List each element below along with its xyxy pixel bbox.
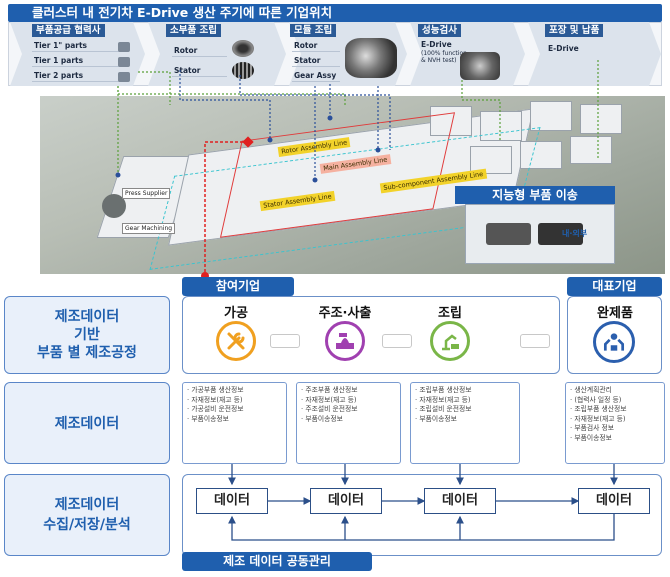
stage-item-row: Tier 1" parts [32, 40, 127, 52]
data-list-item: · 자재정보(재고 등) [570, 414, 626, 423]
stage-item: Rotor [174, 46, 198, 55]
row-label-line: 수집/저장/분석 [43, 517, 131, 533]
building [580, 104, 622, 134]
data-list-item: · 부품이송정보 [570, 433, 612, 442]
stage-head: 포장 및 납품 [545, 24, 604, 37]
data-list-item: · 주조설비 운전정보 [301, 405, 358, 413]
callout-title: 지능형 부품 이송 [455, 186, 615, 204]
stage-item: Stator [294, 56, 321, 65]
stage-item: Tier 1 parts [34, 56, 84, 65]
data-list: · 생산계획관리 · (협력사 일정 등) · 조립부품 생산정보 · 자재정보… [565, 382, 665, 464]
data-list-item: · 부품검사 정보 [570, 424, 615, 432]
e-drive-icon [460, 52, 500, 80]
area-label: Gear Machining [122, 223, 176, 234]
stage-item-row: Rotor [172, 45, 227, 57]
callout-image: 내·외부 [465, 204, 615, 264]
data-list-item: · 자재정보(재고 등) [415, 395, 471, 404]
building [480, 111, 522, 141]
data-list: · 가공부품 생산정보 · 자재정보(재고 등) · 가공설비 운전정보 · 부… [182, 382, 287, 464]
data-node: 데이터 [424, 488, 496, 514]
double-arrow-icon [520, 334, 550, 348]
category-title: 가공 [224, 306, 248, 321]
box-icon [118, 42, 130, 52]
footer-tag: 제조 데이터 공동관리 [182, 552, 372, 571]
row-label-line: 부품 별 제조공정 [37, 345, 137, 361]
stage-item: E-Drive [421, 40, 452, 49]
double-arrow-icon [382, 334, 412, 348]
stage-item-row: Rotor [292, 40, 340, 52]
data-node: 데이터 [578, 488, 650, 514]
data-list-item: · 주조부품 생산정보 [301, 386, 358, 394]
stage-item-row: Stator [292, 55, 340, 67]
double-arrow-icon [270, 334, 300, 348]
stage-item: & NVH test) [421, 57, 457, 64]
stage-item-row: Stator [172, 65, 227, 77]
category-title: 완제품 [597, 306, 633, 321]
data-list: · 주조부품 생산정보 · 자재정보(재고 등) · 주조설비 운전정보 · 부… [296, 382, 401, 464]
data-node: 데이터 [196, 488, 268, 514]
stage-item-row: Tier 1 parts [32, 55, 127, 67]
stage-head: 모듈 조립 [290, 24, 337, 37]
rotor-icon [232, 40, 254, 57]
stage-item: E-Drive [548, 44, 579, 53]
robot-assembly-icon [593, 321, 635, 363]
data-list-item: · 생산계획관리 [570, 386, 612, 394]
stage-head: 소부품 조립 [166, 24, 222, 37]
stage-item: Rotor [294, 41, 318, 50]
data-list-item: · 부품이송정보 [187, 414, 229, 423]
row-label-line: 제조데이터 [54, 309, 120, 325]
stage-item-row: Gear Assy [292, 70, 340, 82]
data-list-item: · (협력사 일정 등) [570, 395, 622, 404]
row-label-line: 제조데이터 [54, 497, 120, 513]
category-title: 조립 [438, 306, 462, 321]
box-icon [118, 57, 130, 67]
row-label-data: 제조데이터 [4, 382, 170, 464]
area-label: Press Supplier [122, 188, 171, 199]
stage-item-row: Tier 2 parts [32, 70, 127, 82]
data-list-item: · 가공설비 운전정보 [187, 405, 244, 413]
participants-tag: 참여기업 [182, 277, 294, 296]
vehicle-icon [486, 223, 531, 245]
representative-tag: 대표기업 [567, 277, 662, 296]
page-title: 클러스터 내 전기차 E-Drive 생산 주기에 따른 기업위치 [32, 5, 333, 20]
data-list-item: · 조립설비 운전정보 [415, 405, 472, 413]
callout-sub: 내·외부 [562, 229, 588, 238]
casting-icon [325, 321, 365, 361]
building [430, 106, 472, 136]
stator-icon [232, 62, 254, 79]
stage-item: Tier 1" parts [34, 41, 87, 50]
data-list-item: · 조립부품 생산정보 [570, 405, 627, 413]
data-node: 데이터 [310, 488, 382, 514]
data-list-item: · 조립부품 생산정보 [415, 386, 472, 394]
collection-panel [182, 474, 662, 556]
row-label-line: 기반 [74, 327, 100, 343]
row-label-line: 제조데이터 [54, 416, 120, 432]
box-icon [118, 72, 130, 82]
gear-assembly-icon [345, 38, 397, 78]
wrench-icon [216, 321, 256, 361]
vehicle-icon [538, 223, 583, 245]
row-label-collect: 제조데이터 수집/저장/분석 [4, 474, 170, 556]
category-title: 주조·사출 [318, 306, 372, 321]
stage-item: (100% function [421, 50, 467, 57]
data-list: · 조립부품 생산정보 · 자재정보(재고 등) · 조립설비 운전정보 · 부… [410, 382, 520, 464]
data-list-item: · 부품이송정보 [301, 414, 343, 423]
stage-item: Stator [174, 66, 201, 75]
building [530, 101, 572, 131]
data-list-item: · 부품이송정보 [415, 414, 457, 423]
stage-head: 성능검사 [418, 24, 461, 37]
row-label-process: 제조데이터 기반 부품 별 제조공정 [4, 296, 170, 374]
stage-head: 부품공급 협력사 [32, 24, 105, 37]
building [520, 141, 562, 169]
robot-arm-icon [430, 321, 470, 361]
data-list-item: · 가공부품 생산정보 [187, 386, 244, 394]
building [570, 136, 612, 164]
title-banner [8, 4, 662, 22]
stage-item: Gear Assy [294, 71, 337, 80]
data-list-item: · 자재정보(재고 등) [187, 395, 243, 404]
data-list-item: · 자재정보(재고 등) [301, 395, 357, 404]
stage-item: Tier 2 parts [34, 71, 84, 80]
